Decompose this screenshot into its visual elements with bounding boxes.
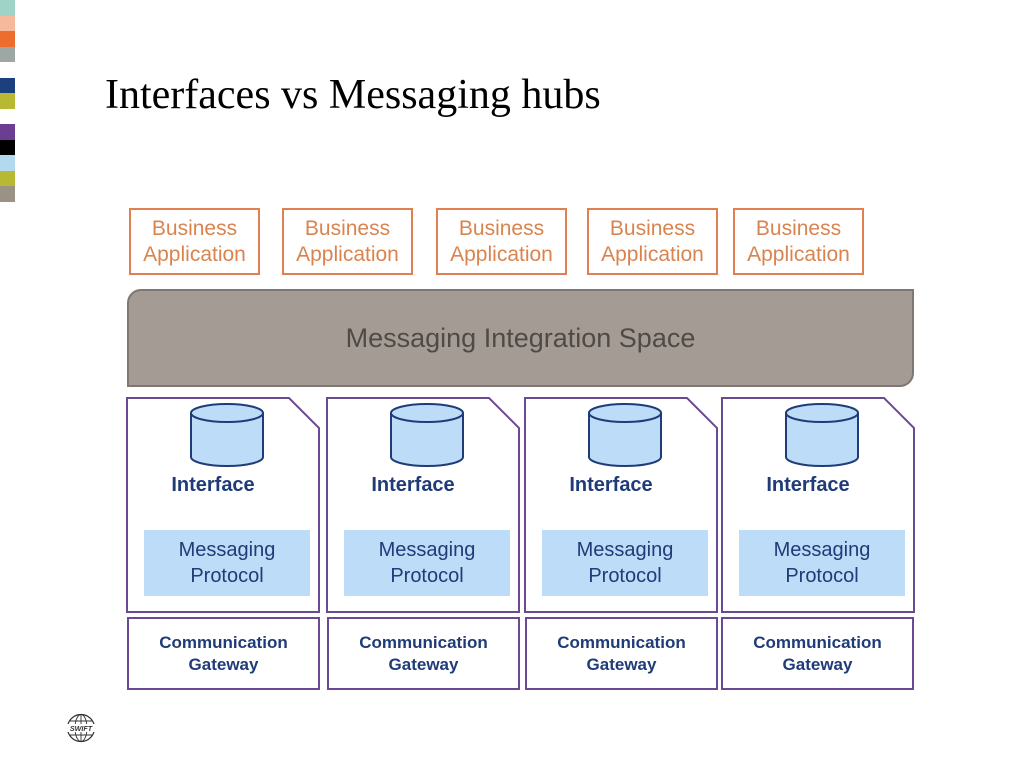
- protocol-line1: Messaging: [773, 539, 871, 561]
- database-icon: [588, 403, 662, 467]
- database-icon: [390, 403, 464, 467]
- interface-label: Interface: [766, 474, 850, 496]
- color-stripe: [0, 186, 15, 202]
- color-stripe-bar: [0, 0, 15, 202]
- interface-label: Interface: [171, 474, 255, 496]
- messaging-protocol-box: Messaging Protocol: [344, 530, 510, 596]
- gateway-line2: Gateway: [188, 654, 259, 674]
- interface-box: Interface Messaging Protocol: [721, 397, 915, 613]
- color-stripe: [0, 124, 15, 140]
- business-application-box: Business Application: [129, 208, 260, 275]
- color-stripe: [0, 170, 15, 186]
- protocol-line1: Messaging: [178, 539, 276, 561]
- business-application-line2: Application: [747, 242, 850, 266]
- color-stripe: [0, 93, 15, 109]
- business-application-line1: Business: [304, 216, 391, 240]
- communication-gateway-box: Communication Gateway: [525, 617, 718, 690]
- database-icon: [190, 403, 264, 467]
- gateway-line2: Gateway: [782, 654, 853, 674]
- gateway-line2: Gateway: [586, 654, 657, 674]
- interface-box: Interface Messaging Protocol: [326, 397, 520, 613]
- gateway-line2: Gateway: [388, 654, 459, 674]
- messaging-protocol-box: Messaging Protocol: [542, 530, 708, 596]
- business-application-line1: Business: [151, 216, 238, 240]
- color-stripe: [0, 77, 15, 93]
- gateway-line1: Communication: [753, 632, 882, 652]
- communication-gateway-box: Communication Gateway: [721, 617, 914, 690]
- business-application-line1: Business: [609, 216, 696, 240]
- messaging-protocol-box: Messaging Protocol: [739, 530, 905, 596]
- business-application-line2: Application: [601, 242, 704, 266]
- logo-text: SWIFT: [70, 724, 93, 733]
- color-stripe: [0, 46, 15, 62]
- business-application-line1: Business: [458, 216, 545, 240]
- integration-space-label: Messaging Integration Space: [345, 322, 696, 353]
- communication-gateway-box: Communication Gateway: [327, 617, 520, 690]
- color-stripe: [0, 0, 15, 16]
- business-application-box: Business Application: [282, 208, 413, 275]
- color-stripe: [0, 155, 15, 171]
- color-stripe: [0, 15, 15, 31]
- swift-globe-logo: SWIFT: [66, 713, 96, 743]
- business-application-line2: Application: [143, 242, 246, 266]
- interface-label: Interface: [569, 474, 653, 496]
- gateway-line1: Communication: [359, 632, 488, 652]
- protocol-line1: Messaging: [378, 539, 476, 561]
- protocol-line2: Protocol: [390, 565, 464, 587]
- protocol-line2: Protocol: [190, 565, 264, 587]
- business-application-line2: Application: [296, 242, 399, 266]
- messaging-protocol-box: Messaging Protocol: [144, 530, 310, 596]
- slide-title: Interfaces vs Messaging hubs: [105, 72, 601, 118]
- interface-label: Interface: [371, 474, 455, 496]
- color-stripe: [0, 62, 15, 78]
- interface-box: Interface Messaging Protocol: [126, 397, 320, 613]
- business-application-line1: Business: [755, 216, 842, 240]
- business-application-box: Business Application: [587, 208, 718, 275]
- gateway-line1: Communication: [159, 632, 288, 652]
- interface-box: Interface Messaging Protocol: [524, 397, 718, 613]
- color-stripe: [0, 31, 15, 47]
- color-stripe: [0, 139, 15, 155]
- communication-gateway-box: Communication Gateway: [127, 617, 320, 690]
- gateway-line1: Communication: [557, 632, 686, 652]
- business-application-line2: Application: [450, 242, 553, 266]
- color-stripe: [0, 108, 15, 124]
- database-icon: [785, 403, 859, 467]
- business-application-box: Business Application: [436, 208, 567, 275]
- business-application-box: Business Application: [733, 208, 864, 275]
- messaging-integration-space: Messaging Integration Space: [127, 289, 914, 387]
- protocol-line2: Protocol: [785, 565, 859, 587]
- protocol-line1: Messaging: [576, 539, 674, 561]
- protocol-line2: Protocol: [588, 565, 662, 587]
